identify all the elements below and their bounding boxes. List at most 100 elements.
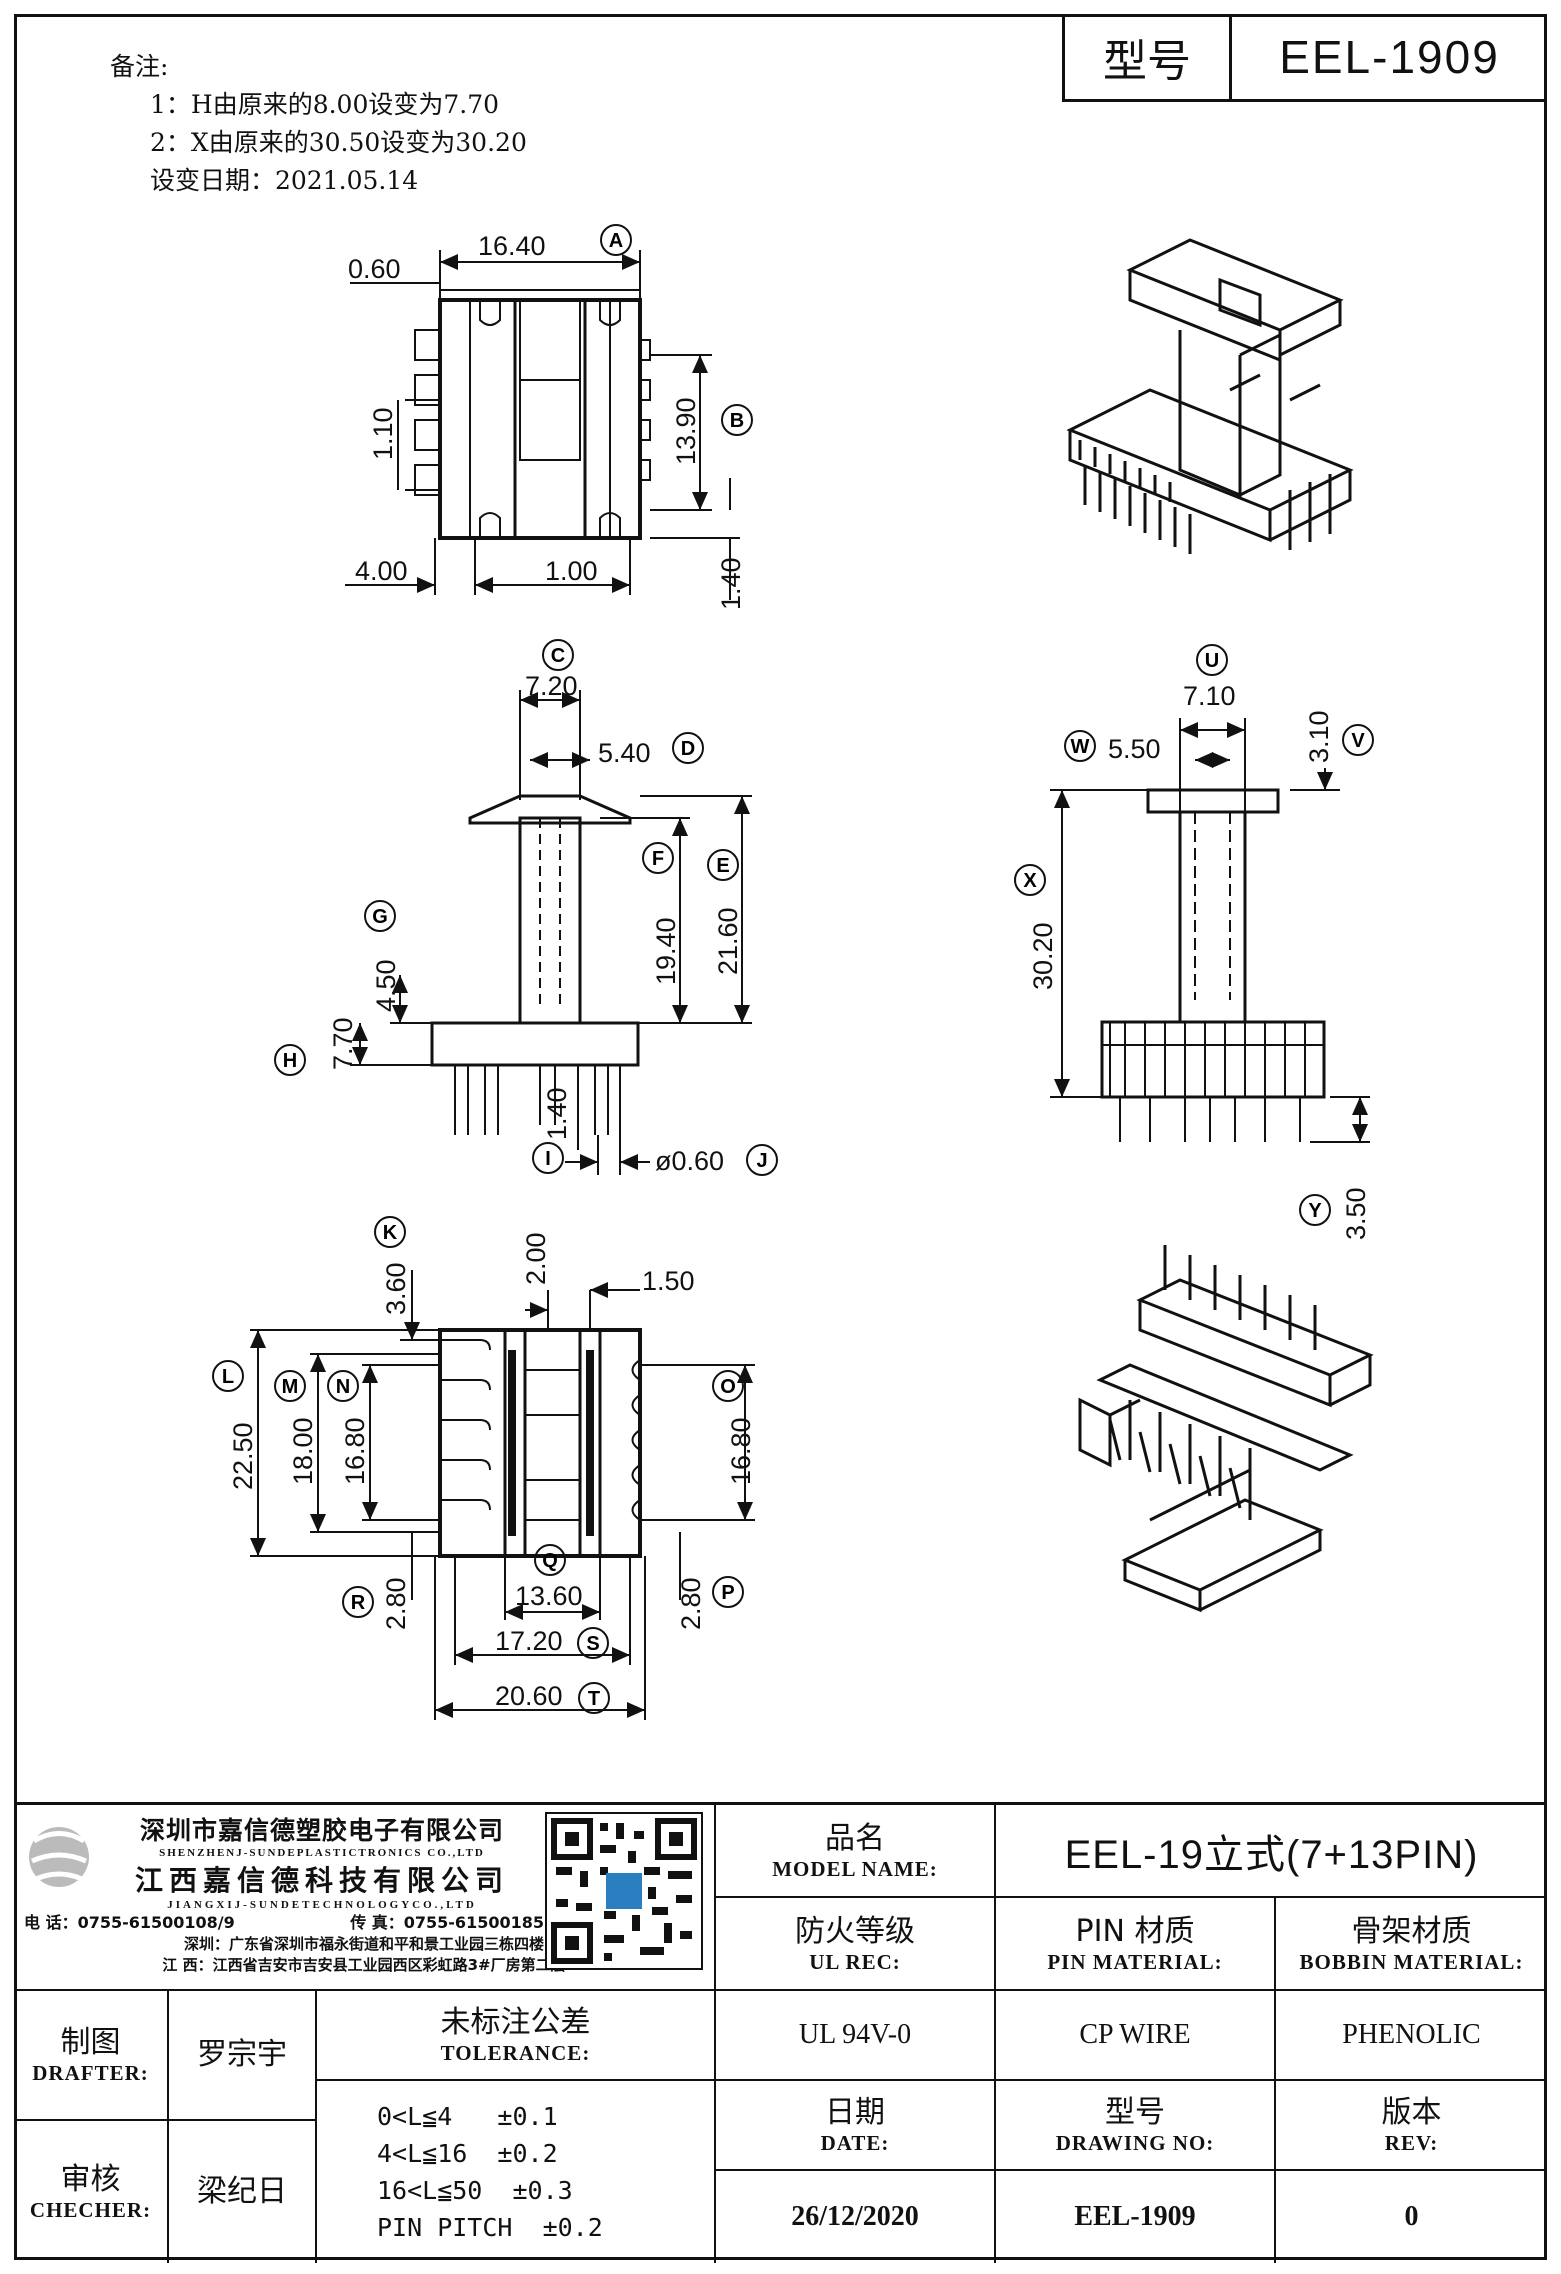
dim-t-value: 20.60 [495, 1681, 563, 1711]
label-m: M [274, 1370, 306, 1402]
company-name-jx-en: JIANGXIJ-SUNDETECHNOLOGYCO.,LTD [167, 1899, 477, 1911]
dim-n-value: 16.80 [340, 1417, 370, 1485]
dim-h-value: 7.70 [328, 1017, 358, 1070]
svg-text:U: U [1205, 650, 1219, 672]
note-line: 2：X由原来的30.50设变为30.20 [150, 128, 527, 157]
label-i: I [532, 1142, 564, 1174]
drafter-label-cell: 制图 DRAFTER: [14, 1991, 169, 2121]
note-line: 1：H由原来的8.00设变为7.70 [150, 90, 500, 119]
label-v: V [1342, 724, 1374, 756]
checker-value-cell: 梁纪日 [169, 2121, 317, 2263]
svg-text:N: N [336, 1376, 350, 1398]
label-t: T [578, 1682, 610, 1714]
svg-text:M: M [282, 1376, 299, 1398]
top-view [345, 250, 740, 600]
tolerance-row: PIN PITCH ±0.2 [377, 2213, 603, 2242]
dim-e-value: 21.60 [713, 907, 743, 975]
pin-material-label-cell: PIN 材质 PIN MATERIAL: [996, 1898, 1276, 1991]
label-n: N [327, 1370, 359, 1402]
svg-text:J: J [756, 1150, 767, 1172]
tolerance-table: 0<L≦4 ±0.1 4<L≦16 ±0.2 16<L≦50 ±0.3 PIN … [317, 2081, 716, 2263]
dim-s-value: 17.20 [495, 1626, 563, 1656]
dim-1-50-value: 1.50 [642, 1266, 695, 1296]
label-e: E [707, 849, 739, 881]
label-r: R [342, 1586, 374, 1618]
dim-l-value: 22.50 [228, 1422, 258, 1490]
dim-d-value: 5.40 [598, 738, 651, 768]
dim-1-00-value: 1.00 [545, 556, 598, 586]
dim-a-value: 16.40 [478, 231, 546, 261]
ul-value-cell: UL 94V-0 [716, 1991, 996, 2081]
label-o: O [712, 1370, 744, 1402]
drawing-no-label-cell: 型号 DRAWING NO: [996, 2081, 1276, 2171]
svg-text:Q: Q [542, 1550, 558, 1572]
notes-heading: 备注: [110, 52, 169, 81]
dim-4-00-value: 4.00 [355, 556, 408, 586]
svg-text:T: T [588, 1688, 600, 1710]
model-box-label: 型号 [1065, 14, 1232, 99]
label-g: G [364, 900, 396, 932]
dim-p-value: 2.80 [676, 1577, 706, 1630]
rev-label-cell: 版本 REV: [1276, 2081, 1547, 2171]
date-value-cell: 26/12/2020 [716, 2171, 996, 2263]
pin-material-value-cell: CP WIRE [996, 1991, 1276, 2081]
qr-code [544, 1811, 704, 1971]
tolerance-label-cell: 未标注公差 TOLERANCE: [317, 1991, 716, 2081]
svg-text:K: K [383, 1222, 398, 1244]
svg-text:C: C [551, 645, 565, 667]
note-line: 设变日期：2021.05.14 [150, 166, 419, 195]
tolerance-row: 16<L≦50 ±0.3 [377, 2176, 573, 2205]
dim-b-value: 13.90 [671, 397, 701, 465]
company-fax: 传 真：0755-61500185 [350, 1913, 544, 1932]
dim-q-value: 13.60 [515, 1581, 583, 1611]
side-view [1050, 718, 1370, 1143]
title-block: 深圳市嘉信德塑胶电子有限公司 SHENZHENJ-SUNDEPLASTICTRO… [14, 1802, 1547, 2263]
dim-1-40-value: 1.40 [716, 557, 746, 610]
svg-text:A: A [609, 230, 623, 252]
dim-f-value: 19.40 [651, 917, 681, 985]
svg-text:P: P [721, 1582, 734, 1604]
label-s: S [577, 1627, 609, 1659]
dim-0-60-value: 0.60 [348, 254, 401, 284]
bobbin-material-value: PHENOLIC [1342, 2019, 1481, 2050]
dim-w-value: 5.50 [1108, 734, 1161, 764]
svg-text:O: O [720, 1376, 736, 1398]
label-p: P [712, 1576, 744, 1608]
dim-u-value: 7.10 [1183, 681, 1236, 711]
svg-text:H: H [283, 1050, 297, 1072]
label-f: F [642, 842, 674, 874]
drafter-value-cell: 罗宗宇 [169, 1991, 317, 2121]
model-name-value: EEL-19立式(7+13PIN) [1064, 1832, 1479, 1877]
label-c: C [542, 639, 574, 671]
company-name-sz: 深圳市嘉信德塑胶电子有限公司 [139, 1816, 504, 1845]
dim-r-value: 2.80 [381, 1577, 411, 1630]
svg-text:G: G [372, 906, 388, 928]
drafter-value: 罗宗宇 [197, 2037, 287, 2072]
rev-value-cell: 0 [1276, 2171, 1547, 2263]
company-block: 深圳市嘉信德塑胶电子有限公司 SHENZHENJ-SUNDEPLASTICTRO… [14, 1805, 716, 1991]
label-q: Q [534, 1544, 566, 1576]
label-y: Y [1299, 1194, 1331, 1226]
svg-text:E: E [716, 855, 729, 877]
bobbin-material-value-cell: PHENOLIC [1276, 1991, 1547, 2081]
rev-value: 0 [1404, 2201, 1419, 2232]
label-b: B [721, 404, 753, 436]
company-name-jx: 江西嘉信德科技有限公司 [134, 1864, 509, 1897]
bobbin-material-label-cell: 骨架材质 BOBBIN MATERIAL: [1276, 1898, 1547, 1991]
label-d: D [672, 732, 704, 764]
company-phone: 电 话：0755-61500108/9 [24, 1913, 235, 1932]
model-name-label-cell: 品名 MODEL NAME: [716, 1805, 996, 1898]
svg-text:X: X [1023, 870, 1037, 892]
label-a: A [600, 224, 632, 256]
dim-k-value: 3.60 [381, 1262, 411, 1315]
dim-y-value: 3.50 [1341, 1187, 1371, 1240]
checker-value: 梁纪日 [197, 2174, 287, 2209]
svg-text:B: B [730, 410, 744, 432]
pin-material-value: CP WIRE [1079, 2019, 1191, 2050]
model-box-value: EEL-1909 [1279, 30, 1500, 83]
technical-drawing: 16.40 0.60 4.00 1.00 1.10 13.90 1.40 7.2… [212, 224, 1374, 1720]
dim-2-00-value: 2.00 [521, 1232, 551, 1285]
tolerance-row: 4<L≦16 ±0.2 [377, 2139, 558, 2168]
company-address-jx: 江 西：江西省吉安市吉安县工业园西区彩虹路3#厂房第二层 [162, 1956, 566, 1974]
